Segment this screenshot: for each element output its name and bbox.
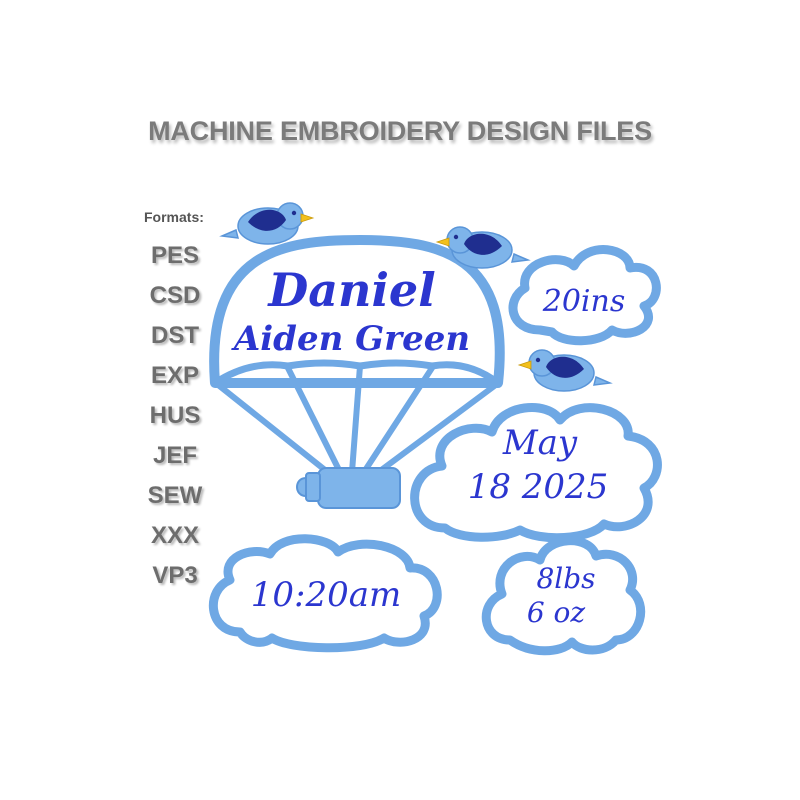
bird-icon [221,202,314,245]
cloud-icon [508,245,661,346]
format-item: EXP [150,362,200,389]
bird-icon [518,349,611,392]
date-day-year-text: 18 2025 [468,467,609,507]
date-month-text: May [502,423,578,463]
format-item: CSD [149,282,201,309]
weight-oz-text: 6 oz [527,596,586,629]
format-item: HUS [149,402,201,429]
format-item: DST [151,322,199,349]
cloud-icon [208,534,442,653]
baby-bottle-icon [296,467,401,509]
format-item: XXX [150,522,200,549]
format-item: SEW [147,482,203,509]
cloud-icon [481,536,646,656]
format-item: PES [150,242,200,269]
middle-last-name-text: Aiden Green [231,319,470,359]
first-name-text: Daniel [266,263,435,317]
parachute-icon [209,235,505,477]
weight-lbs-text: 8lbs [536,562,595,595]
format-item: JEF [152,442,197,469]
format-list: PES CSD DST EXP HUS JEF SEW XXX VP3 [132,236,218,596]
length-text: 20ins [542,284,626,319]
time-text: 10:20am [251,575,402,615]
formats-label: Formats: [144,209,204,225]
page-title: MACHINE EMBROIDERY DESIGN FILES [148,116,652,146]
format-item: VP3 [152,562,198,589]
cloud-icon [410,403,662,543]
